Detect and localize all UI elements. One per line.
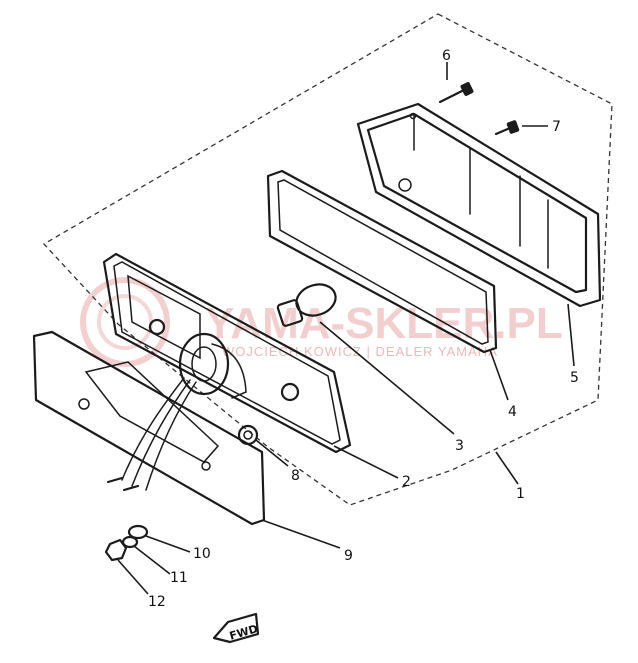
watermark-tagline: WOJCIECH KOWICZ | DEALER YAMAHA [222, 344, 498, 359]
fwd-label: FWD [228, 622, 259, 642]
callout-2: 2 [402, 474, 411, 490]
gasket [266, 169, 498, 354]
callout-5: 5 [570, 370, 579, 386]
screw-short [494, 120, 520, 136]
callout-1: 1 [516, 486, 525, 502]
callout-labels: 1 2 3 4 5 6 7 8 9 10 11 12 [148, 48, 579, 610]
wire-harness [106, 377, 197, 492]
callout-9: 9 [344, 548, 353, 564]
bulb-socket [178, 332, 247, 399]
lens-housing [356, 102, 602, 308]
watermark-logo-icon [80, 277, 170, 367]
base-plate [102, 252, 352, 454]
callout-8: 8 [291, 468, 300, 484]
callout-6: 6 [442, 48, 451, 64]
leader-lines [117, 62, 575, 595]
callout-7: 7 [552, 119, 561, 135]
washers-and-nut [104, 524, 149, 562]
bulb [276, 283, 337, 327]
screw-long [438, 82, 474, 104]
callout-10: 10 [193, 546, 211, 562]
callout-12: 12 [148, 594, 166, 610]
fwd-arrow-icon: FWD [212, 612, 259, 644]
callout-3: 3 [455, 438, 464, 454]
callout-4: 4 [508, 404, 517, 420]
assembly-outline [42, 13, 613, 506]
callout-11: 11 [170, 570, 188, 586]
watermark-brand: YAMA-SKLER.PL [205, 299, 563, 348]
